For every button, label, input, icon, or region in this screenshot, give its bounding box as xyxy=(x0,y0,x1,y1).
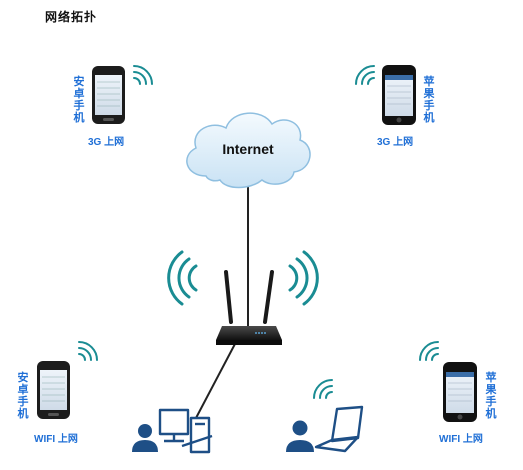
wifi-signal-icon xyxy=(419,341,439,361)
router-icon xyxy=(216,270,282,345)
android-phone-icon xyxy=(92,66,125,124)
iphone-bottom-label: 苹果手机 xyxy=(485,372,497,420)
page-title: 网络拓扑 xyxy=(45,10,98,24)
user-icon xyxy=(286,420,314,452)
wifi-signal-icon xyxy=(313,379,333,399)
wifi-signal-icon xyxy=(133,65,153,85)
iphone-top-label: 苹果手机 xyxy=(423,76,435,124)
wifi-signal-icon xyxy=(355,65,375,85)
iphone-top-caption: 3G 上网 xyxy=(377,137,414,148)
android-top-label: 安卓手机 xyxy=(73,76,85,124)
android-phone-icon xyxy=(37,361,70,419)
laptop-icon xyxy=(314,405,364,453)
desktop-pc-icon xyxy=(158,408,213,454)
line-router-pc xyxy=(195,341,237,419)
android-top-caption: 3G 上网 xyxy=(88,137,125,148)
iphone-icon xyxy=(443,362,477,422)
cloud-label: Internet xyxy=(222,141,274,157)
user-icon xyxy=(132,424,158,452)
android-bottom-label: 安卓手机 xyxy=(17,372,29,420)
iphone-bottom-caption: WIFI 上网 xyxy=(439,434,483,445)
wifi-signal-icon xyxy=(78,341,98,361)
cloud-icon xyxy=(186,112,311,189)
connection-lines xyxy=(195,180,249,419)
wifi-signal-icon xyxy=(167,250,319,306)
android-bottom-caption: WIFI 上网 xyxy=(34,434,78,445)
iphone-icon xyxy=(382,65,416,125)
